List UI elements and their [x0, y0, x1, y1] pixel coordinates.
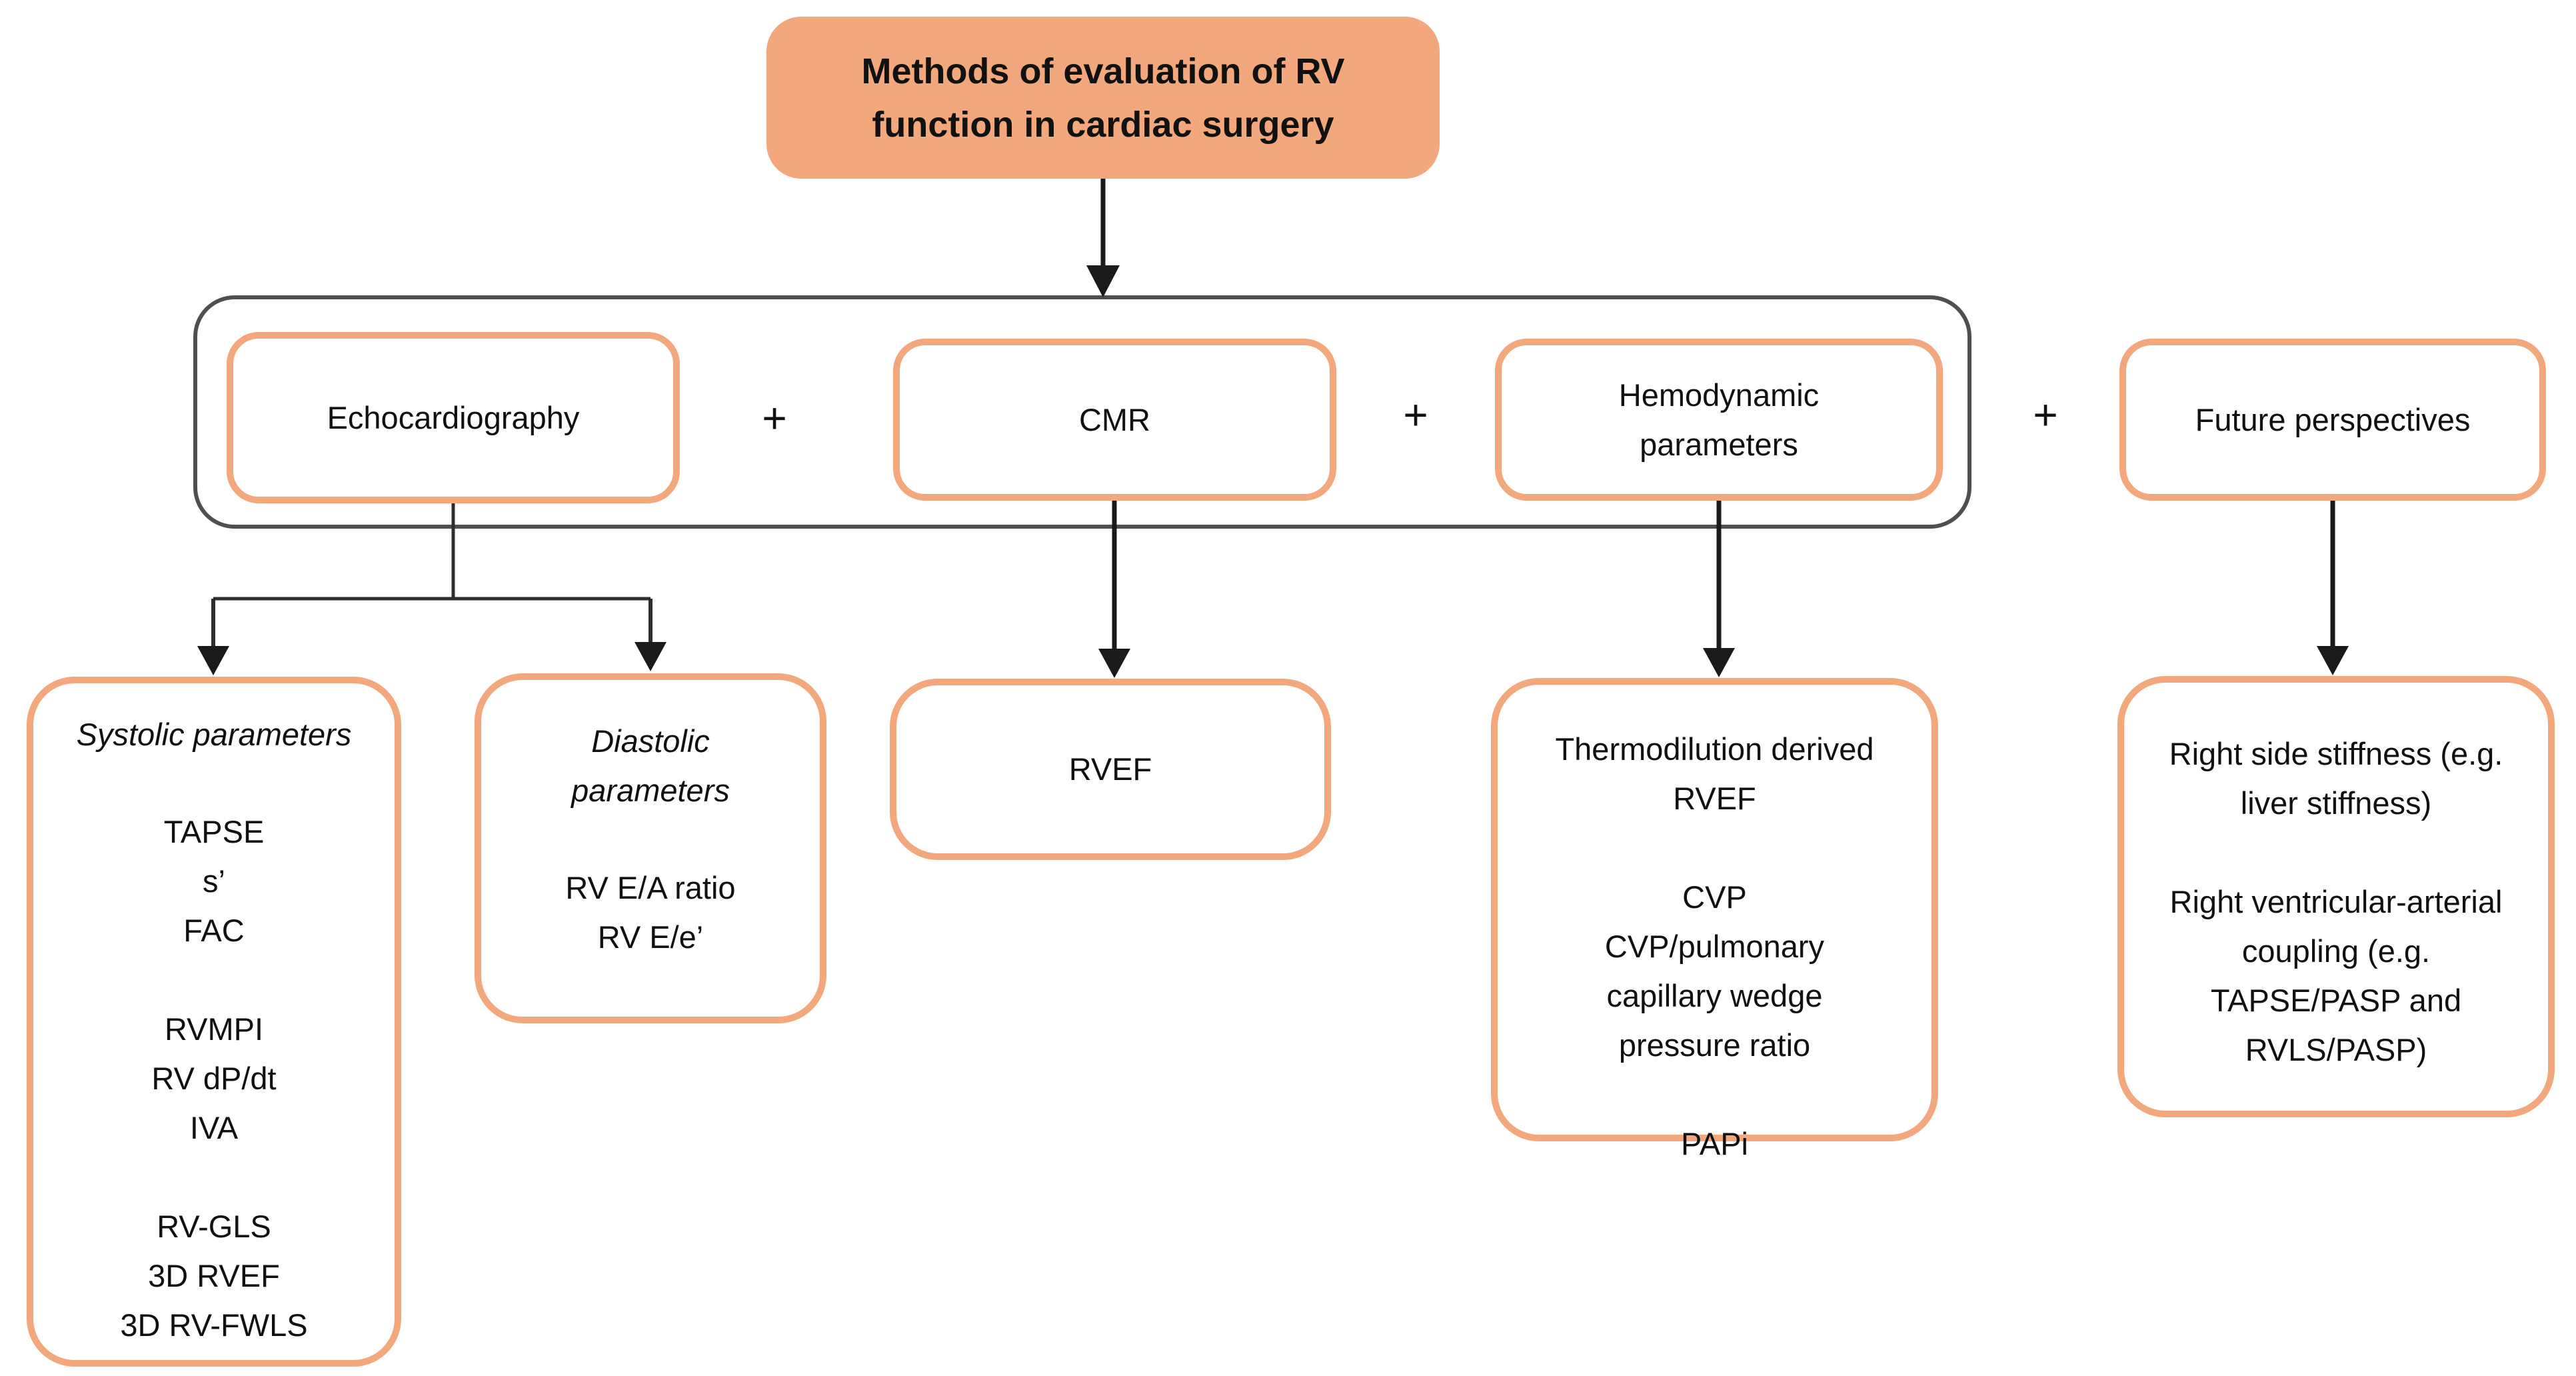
systolic-parameters-heading: Systolic parameters [76, 717, 352, 752]
category-label-cmr: CMR [1078, 401, 1151, 437]
future-perspectives-list: Right side stiffness (e.g. liver stiffne… [2169, 736, 2503, 1067]
category-label-echocardiography: Echocardiography [327, 399, 580, 435]
category-label-future-perspectives: Future perspectives [2195, 401, 2471, 437]
detail-box-future-perspectives: Right side stiffness (e.g. liver stiffne… [2117, 676, 2555, 1117]
title-box: Methods of evaluation of RV function in … [766, 17, 1440, 179]
category-label-hemodynamic: Hemodynamic parameters [1618, 377, 1820, 462]
arrow-title-to-methods [1086, 179, 1120, 297]
branch-echo-to-parameters [197, 503, 666, 675]
detail-box-hemodynamic-parameters: Thermodilution derived RVEF CVP CVP/pulm… [1491, 678, 1938, 1161]
diastolic-parameters-list: RV E/A ratio RV E/e’ [565, 870, 736, 955]
plus-sign-3: + [2033, 391, 2058, 439]
category-box-echocardiography: Echocardiography [227, 332, 680, 503]
category-box-future-perspectives: Future perspectives [2119, 339, 2546, 501]
hemodynamic-parameters-list: Thermodilution derived RVEF CVP CVP/pulm… [1555, 731, 1874, 1161]
detail-box-systolic-parameters: Systolic parameters TAPSE s’ FAC RVMPI R… [27, 677, 401, 1367]
detail-box-diastolic-parameters: Diastolic parameters RV E/A ratio RV E/e… [475, 673, 826, 1023]
category-box-hemodynamic: Hemodynamic parameters [1495, 339, 1943, 501]
systolic-parameters-list: TAPSE s’ FAC RVMPI RV dP/dt IVA RV-GLS 3… [120, 814, 308, 1343]
plus-sign-1: + [762, 394, 787, 442]
detail-box-rvef: RVEF [890, 679, 1331, 860]
diastolic-parameters-heading: Diastolic parameters [571, 723, 730, 808]
category-box-cmr: CMR [893, 339, 1336, 501]
diagram-title: Methods of evaluation of RV function in … [861, 51, 1345, 145]
rvef-label: RVEF [1068, 751, 1152, 787]
arrow-future-to-detail [2317, 501, 2349, 675]
methods-group-frame [193, 295, 1971, 529]
plus-sign-2: + [1403, 391, 1428, 439]
